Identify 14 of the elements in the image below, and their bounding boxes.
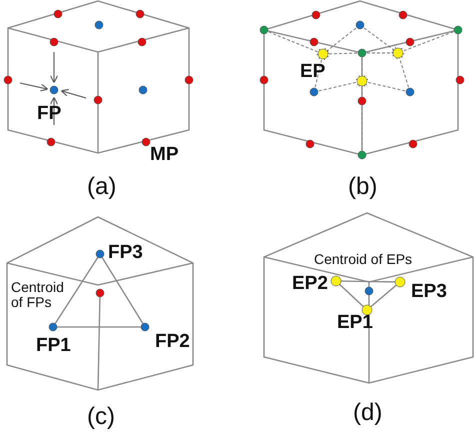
point-label: FP1 [36, 336, 71, 357]
panel-label: (a) [87, 174, 116, 200]
panel-label: (d) [353, 400, 382, 426]
point-label: MP [150, 145, 178, 166]
point-label: FP2 [155, 332, 190, 353]
point-label: Centroid of FPs [11, 280, 65, 311]
panel-label: (c) [87, 404, 115, 430]
point-label: EP1 [337, 313, 373, 334]
point-label: EP3 [411, 282, 447, 303]
point-label: Centroid of EPs [314, 252, 412, 268]
panel-label: (b) [348, 174, 378, 200]
point-label: FP3 [108, 243, 143, 264]
point-label: EP2 [292, 274, 328, 295]
point-label: EP [300, 62, 326, 83]
